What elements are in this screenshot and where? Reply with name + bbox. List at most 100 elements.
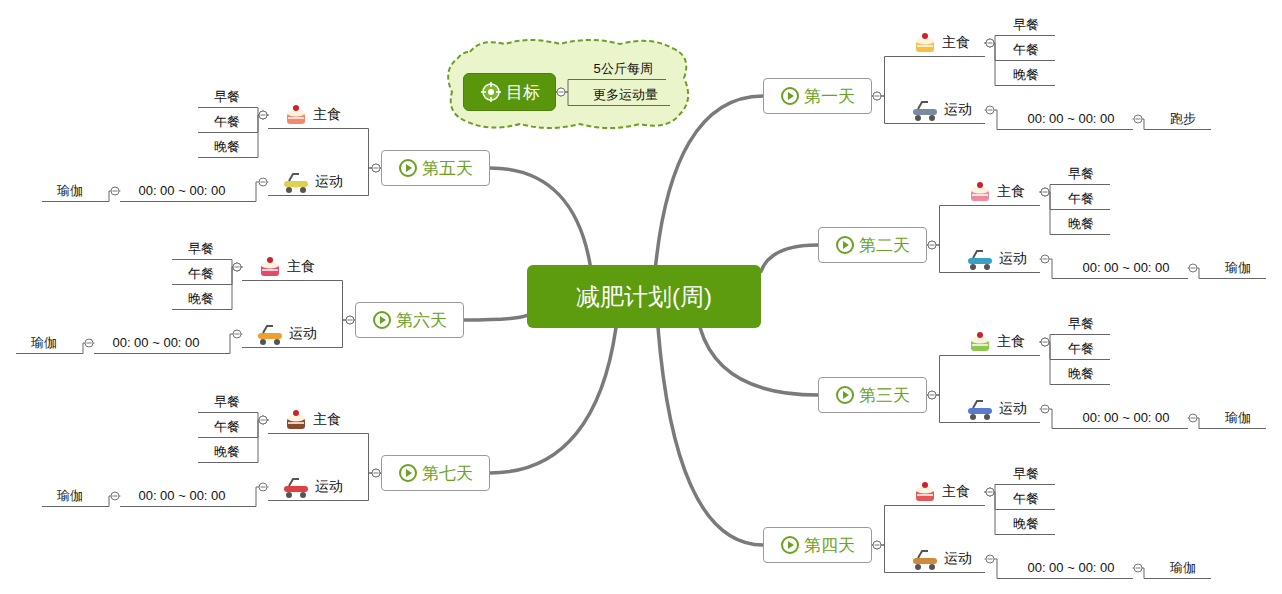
topic-text: 00: 00 ~ 00: 00 bbox=[138, 183, 225, 198]
collapse-toggle bbox=[1134, 564, 1142, 572]
topic-text: 第三天 bbox=[859, 384, 910, 407]
collapse-toggle bbox=[233, 263, 241, 271]
leaf-topic: 00: 00 ~ 00: 00 bbox=[1064, 257, 1188, 279]
topic-text: 00: 00 ~ 00: 00 bbox=[1082, 260, 1169, 275]
leaf-topic: 晚餐 bbox=[172, 288, 230, 310]
main-topic: 第二天 bbox=[818, 227, 927, 263]
subtopic: 运动 bbox=[268, 473, 356, 501]
cloud-outline bbox=[448, 40, 688, 128]
topic-text: 午餐 bbox=[214, 113, 240, 131]
leaf-topic: 午餐 bbox=[997, 39, 1055, 61]
collapse-toggle bbox=[1041, 188, 1049, 196]
leaf-topic: 早餐 bbox=[172, 238, 230, 260]
leaf-topic: 00: 00 ~ 00: 00 bbox=[1009, 108, 1133, 130]
leaf-topic: 早餐 bbox=[997, 463, 1055, 485]
collapse-toggle bbox=[1041, 405, 1049, 413]
topic-text: 00: 00 ~ 00: 00 bbox=[138, 488, 225, 503]
leaf-topic: 5公斤每周 bbox=[580, 58, 666, 80]
collapse-toggle bbox=[928, 391, 936, 399]
topic-text: 00: 00 ~ 00: 00 bbox=[1027, 111, 1114, 126]
tree-connector bbox=[985, 43, 997, 86]
tree-connector bbox=[256, 420, 268, 463]
main-topic: 第六天 bbox=[355, 302, 464, 338]
topic-text: 00: 00 ~ 00: 00 bbox=[1027, 560, 1114, 575]
leaf-topic: 瑜伽 bbox=[16, 332, 72, 354]
leaf-topic: 00: 00 ~ 00: 00 bbox=[120, 180, 244, 202]
collapse-toggle bbox=[986, 106, 994, 114]
topic-text: 运动 bbox=[999, 400, 1027, 418]
collapse-toggle bbox=[1189, 414, 1197, 422]
collapse-toggle bbox=[986, 488, 994, 496]
leaf-topic: 早餐 bbox=[198, 391, 256, 413]
topic-text: 早餐 bbox=[214, 88, 240, 106]
topic-text: 运动 bbox=[999, 250, 1027, 268]
topic-text: 目标 bbox=[506, 81, 540, 104]
leaf-topic: 00: 00 ~ 00: 00 bbox=[94, 332, 218, 354]
collapse-toggle bbox=[372, 469, 380, 477]
play-icon bbox=[398, 158, 418, 178]
topic-text: 减肥计划(周) bbox=[576, 281, 712, 313]
cake-icon bbox=[912, 480, 938, 504]
collapse-toggle bbox=[111, 187, 119, 195]
leaf-topic: 晚餐 bbox=[1052, 213, 1110, 235]
subtopic: 主食 bbox=[268, 101, 356, 129]
collapse-toggle bbox=[259, 178, 267, 186]
collapse-toggle bbox=[259, 416, 267, 424]
main-topic: 第一天 bbox=[763, 78, 872, 114]
leaf-topic: 00: 00 ~ 00: 00 bbox=[1064, 407, 1188, 429]
play-icon bbox=[780, 86, 800, 106]
leaf-topic: 早餐 bbox=[1052, 163, 1110, 185]
subtopic: 主食 bbox=[897, 478, 985, 506]
collapse-toggle bbox=[233, 263, 241, 271]
tree-connector bbox=[985, 492, 997, 535]
topic-text: 跑步 bbox=[1170, 110, 1196, 128]
play-icon bbox=[835, 235, 855, 255]
leaf-topic: 午餐 bbox=[198, 416, 256, 438]
topic-text: 瑜伽 bbox=[1225, 409, 1251, 427]
topic-text: 晚餐 bbox=[1068, 215, 1094, 233]
subtopic: 主食 bbox=[897, 29, 985, 57]
leaf-topic: 瑜伽 bbox=[42, 485, 98, 507]
leaf-topic: 早餐 bbox=[198, 86, 256, 108]
topic-text: 午餐 bbox=[1068, 340, 1094, 358]
collapse-toggle bbox=[1041, 338, 1049, 346]
leaf-topic: 午餐 bbox=[1052, 338, 1110, 360]
collapse-toggle bbox=[986, 39, 994, 47]
collapse-toggle bbox=[1041, 188, 1049, 196]
topic-text: 主食 bbox=[313, 106, 341, 124]
collapse-toggle bbox=[259, 111, 267, 119]
cake-icon bbox=[912, 31, 938, 55]
sport-icon bbox=[281, 475, 311, 499]
collapse-toggle bbox=[928, 241, 936, 249]
topic-text: 主食 bbox=[997, 183, 1025, 201]
topic-text: 5公斤每周 bbox=[593, 60, 652, 78]
topic-text: 主食 bbox=[997, 333, 1025, 351]
main-branch-curve bbox=[761, 245, 818, 271]
topic-text: 第一天 bbox=[804, 85, 855, 108]
leaf-topic: 午餐 bbox=[1052, 188, 1110, 210]
topic-text: 第四天 bbox=[804, 534, 855, 557]
collapse-toggle bbox=[111, 492, 119, 500]
leaf-topic: 晚餐 bbox=[198, 136, 256, 158]
collapse-toggle bbox=[557, 88, 565, 96]
floating-topic: 目标 bbox=[463, 73, 556, 111]
topic-text: 第二天 bbox=[859, 234, 910, 257]
collapse-toggle bbox=[873, 92, 881, 100]
tree-connector bbox=[356, 129, 381, 169]
topic-text: 00: 00 ~ 00: 00 bbox=[112, 335, 199, 350]
collapse-toggle bbox=[986, 39, 994, 47]
collapse-toggle bbox=[259, 483, 267, 491]
topic-text: 晚餐 bbox=[1068, 365, 1094, 383]
topic-text: 主食 bbox=[942, 34, 970, 52]
topic-text: 第六天 bbox=[396, 309, 447, 332]
topic-text: 午餐 bbox=[1013, 490, 1039, 508]
main-branch-curve bbox=[490, 168, 590, 265]
subtopic: 主食 bbox=[952, 328, 1040, 356]
topic-text: 晚餐 bbox=[1013, 515, 1039, 533]
collapse-toggle bbox=[928, 391, 936, 399]
leaf-topic: 午餐 bbox=[198, 111, 256, 133]
collapse-toggle bbox=[873, 541, 881, 549]
cake-icon bbox=[283, 408, 309, 432]
leaf-topic: 瑜伽 bbox=[1210, 257, 1266, 279]
